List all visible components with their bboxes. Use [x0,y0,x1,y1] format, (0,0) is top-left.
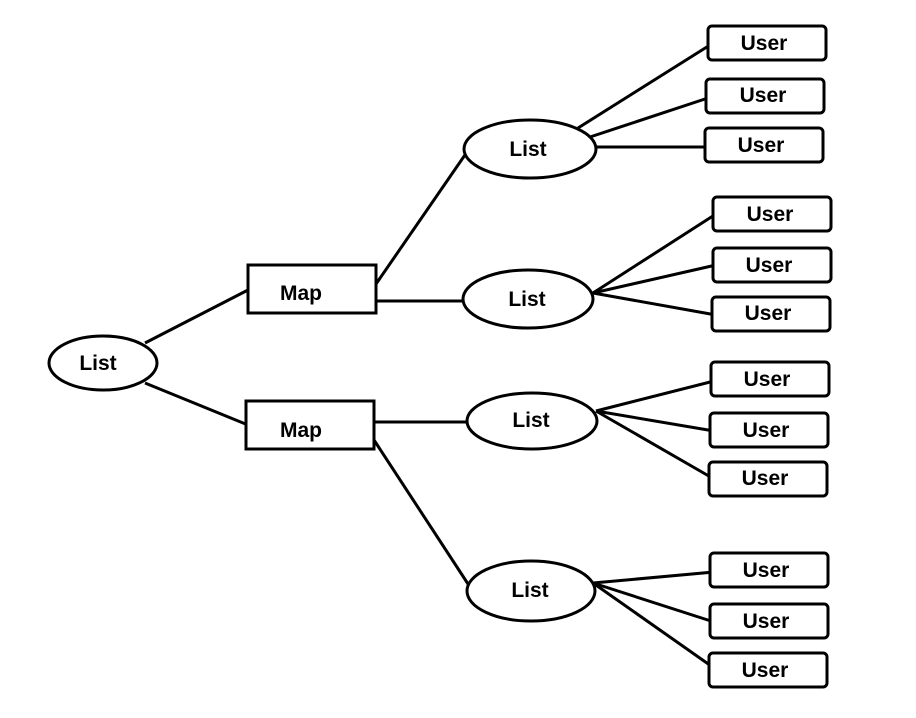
edge-list-1-user-1 [577,43,711,130]
user-label-8: User [743,419,790,442]
list-label-1: List [509,138,546,161]
user-label-3: User [738,134,785,157]
root-list-label: List [79,352,116,375]
user-node-1: User [706,24,828,62]
user-node-10: User [708,551,830,589]
user-label-10: User [743,559,790,582]
list-label-4: List [511,579,548,602]
map-label-2: Map [280,419,322,442]
user-node-8: User [708,411,830,449]
user-node-9: User [707,460,829,498]
user-label-4: User [747,203,794,226]
edge-list-4-user-11 [592,581,715,624]
root-list-node: List [47,334,159,392]
edge-root-map-1 [144,288,249,345]
user-label-11: User [743,610,790,633]
list-node-3: List [465,391,599,451]
edge-list-2-user-4 [592,212,717,295]
map-node-1: Map [246,263,378,315]
edge-list-4-user-10 [592,570,715,585]
user-label-1: User [741,32,788,55]
list-label-3: List [512,409,549,432]
user-node-7: User [709,360,831,398]
edge-list-3-user-7 [595,379,715,413]
edge-list-3-user-8 [595,409,715,433]
list-node-2: List [461,268,595,330]
user-label-9: User [742,467,789,490]
user-node-6: User [710,295,832,333]
user-node-12: User [707,651,829,689]
edge-list-1-user-2 [589,96,709,139]
user-label-6: User [745,302,792,325]
edge-list-4-user-12 [592,581,715,670]
user-label-2: User [740,84,787,107]
edge-map-1-list-1 [374,151,469,285]
map-node-2: Map [244,399,376,451]
edge-list-2-user-6 [592,291,717,317]
user-node-5: User [711,246,833,284]
user-node-3: User [703,126,825,164]
edge-list-3-user-9 [595,409,715,481]
edge-map-2-list-4 [372,439,472,588]
user-node-4: User [711,195,833,233]
map-label-1: Map [280,282,322,305]
user-label-7: User [744,368,791,391]
user-label-12: User [742,659,789,682]
user-node-2: User [704,77,826,115]
edge-root-map-2 [144,381,249,427]
list-node-4: List [465,559,597,623]
list-node-1: List [462,118,598,180]
user-node-11: User [708,602,830,640]
list-label-2: List [508,288,545,311]
edges [144,43,717,670]
edge-list-2-user-5 [592,263,717,295]
user-label-5: User [746,254,793,277]
